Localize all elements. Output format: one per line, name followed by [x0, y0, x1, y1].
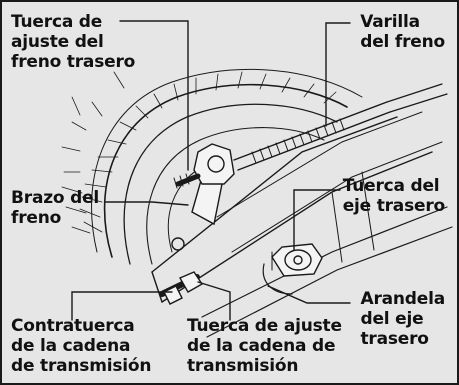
label-drive-chain-adjusting-nut: Tuerca de ajuste de la cadena de transmi… [187, 316, 342, 376]
label-line: freno trasero [11, 52, 136, 72]
chain-adjuster-drawing [159, 237, 203, 305]
label-line: Arandela [360, 289, 445, 309]
label-line: freno [11, 208, 62, 228]
axle-nut-drawing [262, 243, 323, 295]
label-line: Tuerca de ajuste [187, 316, 342, 336]
label-line: eje trasero [342, 196, 446, 216]
label-rear-axle-washer: Arandela del eje trasero [360, 289, 445, 349]
label-line: del freno [360, 32, 445, 52]
label-brake-arm: Brazo del freno [11, 188, 99, 228]
label-rear-axle-nut: Tuerca del eje trasero [342, 176, 446, 216]
swingarm [151, 111, 453, 338]
tire-tread [61, 71, 337, 234]
label-brake-rod: Varilla del freno [360, 12, 445, 52]
label-line: de transmisión [11, 356, 152, 376]
leader-lines [71, 20, 351, 321]
label-line: Varilla [360, 12, 420, 32]
label-line: Brazo del [11, 188, 100, 208]
brake-rod-drawing [233, 83, 448, 171]
label-line: del eje [360, 309, 424, 329]
label-line: ajuste del [11, 32, 104, 52]
label-line: Contratuerca [11, 316, 135, 336]
label-line: trasero [360, 329, 429, 349]
label-line: Tuerca del [342, 176, 440, 196]
label-line: Tuerca de [11, 12, 103, 32]
label-drive-chain-lock-nut: Contratuerca de la cadena de transmisión [11, 316, 151, 376]
label-line: transmisión [187, 356, 299, 376]
label-rear-brake-adjusting-nut: Tuerca de ajuste del freno trasero [11, 12, 135, 72]
label-line: de la cadena de [187, 336, 336, 356]
brake-arm-drawing [173, 143, 235, 226]
label-line: de la cadena [11, 336, 131, 356]
